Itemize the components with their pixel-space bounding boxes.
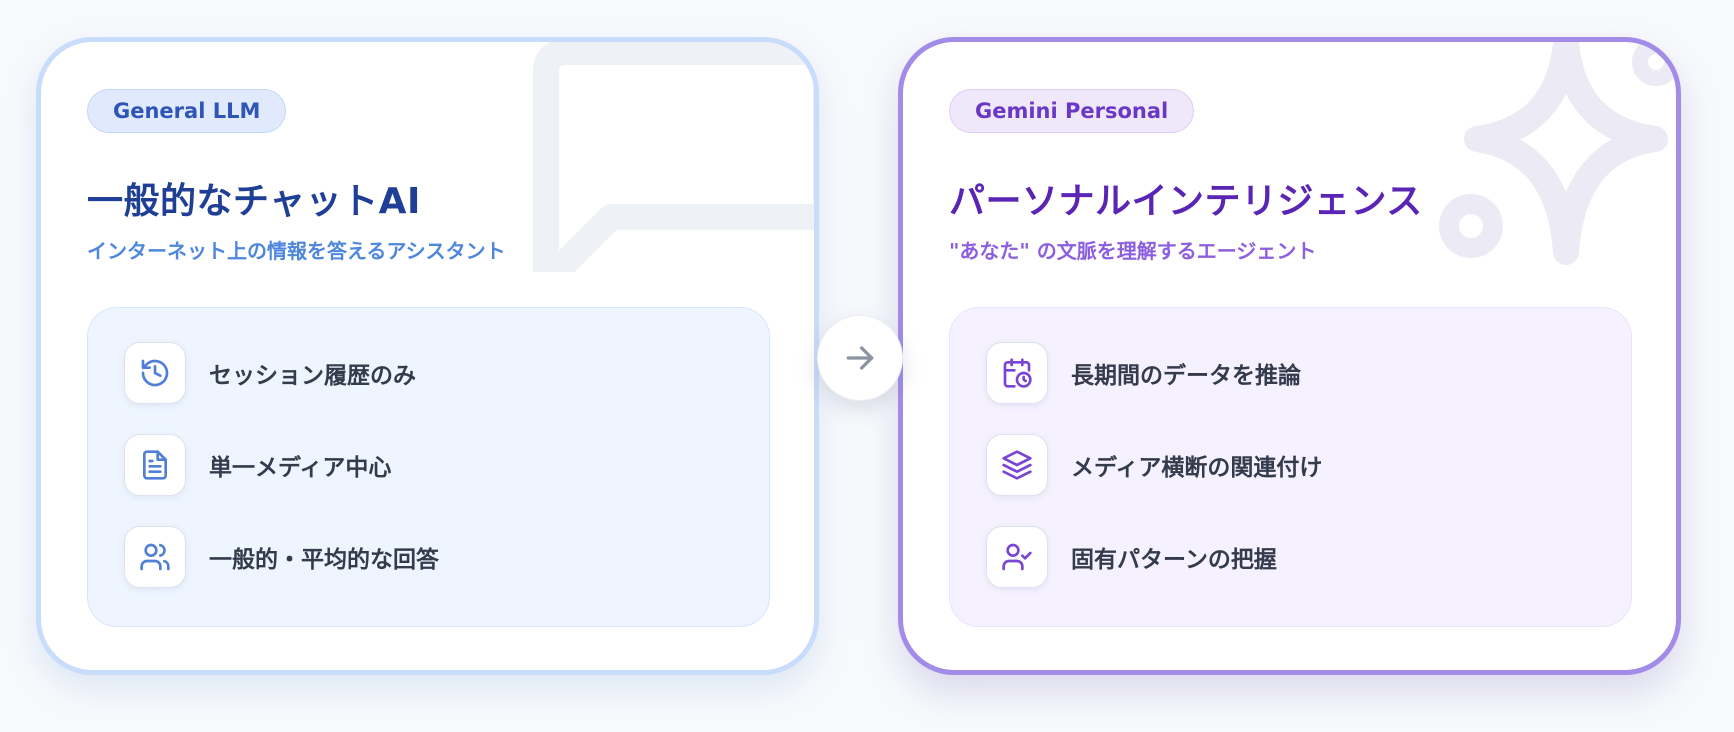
arrow-right-icon — [817, 315, 903, 401]
feature-label: 固有パターンの把握 — [1071, 547, 1277, 573]
history-icon — [124, 342, 186, 404]
feature-label: 単一メディア中心 — [209, 455, 392, 481]
gemini-personal-card: Gemini Personal パーソナルインテリジェンス "あなた" の文脈を… — [898, 37, 1681, 675]
feature-label: 長期間のデータを推論 — [1071, 363, 1301, 389]
feature-item: 固有パターンの把握 — [986, 526, 1595, 588]
feature-list: セッション履歴のみ 単一メディア中心 — [87, 307, 770, 627]
card-title: 一般的なチャットAI — [87, 181, 421, 222]
calendar-clock-icon — [986, 342, 1048, 404]
document-icon — [124, 434, 186, 496]
feature-list: 長期間のデータを推論 メディア横断の関連付け — [949, 307, 1632, 627]
feature-item: メディア横断の関連付け — [986, 434, 1595, 496]
user-check-icon — [986, 526, 1048, 588]
feature-item: 単一メディア中心 — [124, 434, 733, 496]
feature-label: メディア横断の関連付け — [1071, 455, 1323, 481]
chat-bubble-icon — [533, 42, 814, 272]
card-title: パーソナルインテリジェンス — [949, 181, 1423, 222]
users-icon — [124, 526, 186, 588]
feature-item: 一般的・平均的な回答 — [124, 526, 733, 588]
category-badge: Gemini Personal — [949, 89, 1195, 133]
category-badge: General LLM — [87, 89, 287, 133]
feature-label: 一般的・平均的な回答 — [209, 547, 439, 573]
feature-label: セッション履歴のみ — [209, 363, 416, 389]
sparkle-icon — [1439, 42, 1676, 265]
card-subtitle: "あなた" の文脈を理解するエージェント — [949, 239, 1317, 263]
feature-item: 長期間のデータを推論 — [986, 342, 1595, 404]
layers-icon — [986, 434, 1048, 496]
card-subtitle: インターネット上の情報を答えるアシスタント — [87, 239, 506, 263]
general-llm-card: General LLM 一般的なチャットAI インターネット上の情報を答えるアシ… — [36, 37, 819, 675]
feature-item: セッション履歴のみ — [124, 342, 733, 404]
